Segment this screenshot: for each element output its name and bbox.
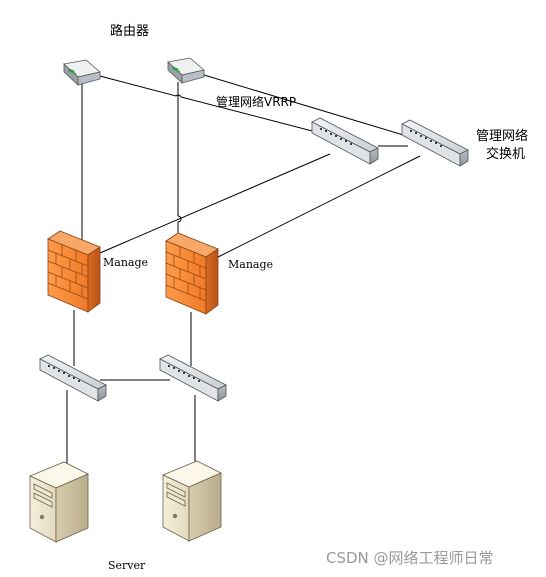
router-1 bbox=[63, 59, 101, 86]
server-1 bbox=[29, 461, 89, 543]
router-2 bbox=[167, 57, 205, 84]
router-arrow-icon bbox=[70, 69, 75, 73]
mgmt-switch-2 bbox=[401, 119, 469, 167]
vrrp-label: 管理网络VRRP bbox=[216, 95, 297, 109]
server-2 bbox=[162, 460, 222, 542]
firewall-1 bbox=[47, 230, 101, 313]
connection-lines bbox=[66, 71, 421, 466]
manage-label-left: Manage bbox=[103, 256, 149, 269]
access-switch-2 bbox=[159, 354, 227, 402]
link-mgmt-switch1-firewall1 bbox=[99, 153, 331, 254]
link-router2-mgmt-switch2 bbox=[193, 71, 411, 138]
mgmt-switch-label-line2: 交换机 bbox=[486, 147, 526, 162]
link-router2-firewall2 bbox=[177, 82, 182, 236]
mgmt-switch-label-line1: 管理网络 bbox=[476, 129, 529, 144]
link-router1-mgmt-switch1 bbox=[95, 74, 321, 134]
router-arrow-icon bbox=[174, 67, 179, 71]
manage-label-right: Manage bbox=[228, 258, 274, 271]
watermark: CSDN @网络工程师日常 bbox=[326, 549, 494, 567]
link-mgmt-switch2-firewall2 bbox=[215, 155, 421, 259]
access-switch-1 bbox=[39, 354, 107, 402]
router-label: 路由器 bbox=[110, 24, 150, 39]
server-label: Server bbox=[108, 559, 146, 572]
mgmt-switch-1 bbox=[311, 117, 379, 165]
firewall-2 bbox=[165, 232, 219, 315]
